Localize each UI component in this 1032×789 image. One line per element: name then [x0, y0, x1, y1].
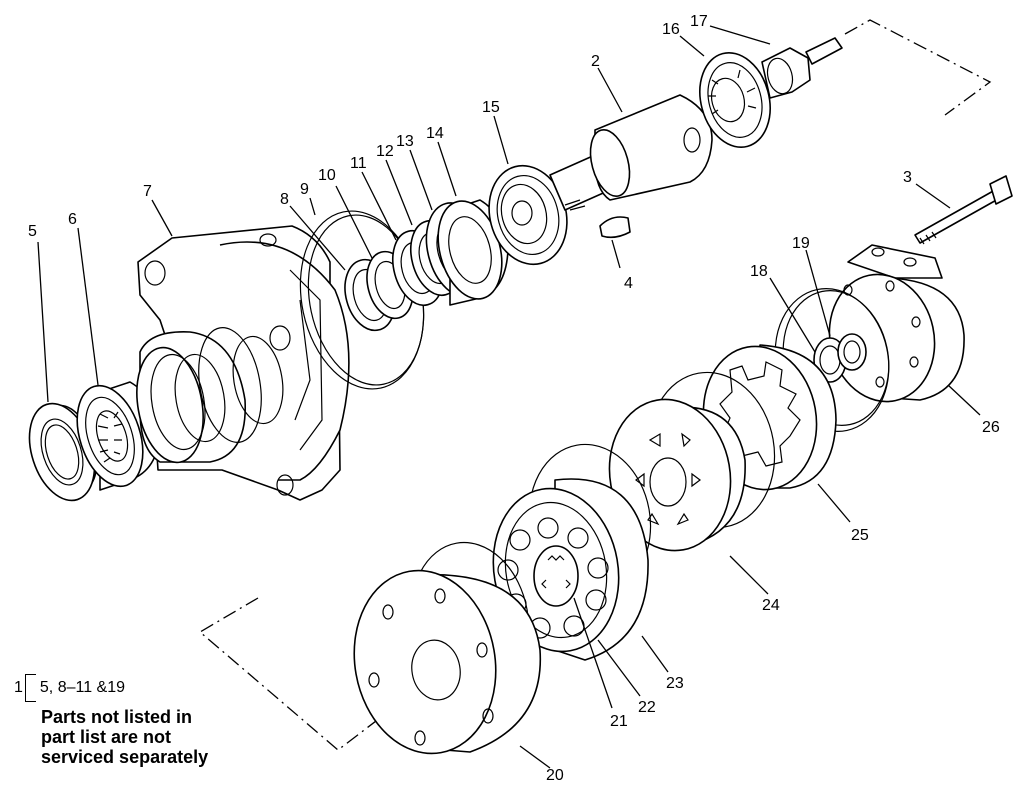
kit-items: 5, 8–11 &19 — [39, 679, 126, 697]
kit-number: 1 — [14, 679, 23, 697]
callout-6: 6 — [68, 211, 77, 228]
alignment-line-lower — [198, 597, 436, 751]
service-note-line-1: Parts not listed in — [41, 707, 193, 727]
part-7-housing — [136, 225, 350, 501]
callout-12: 12 — [376, 143, 394, 160]
callout-labels: 5 6 7 8 9 10 11 12 13 14 15 2 16 17 3 4 … — [28, 13, 1000, 784]
callout-20: 20 — [546, 767, 564, 784]
callout-15: 15 — [482, 99, 500, 116]
part-19-seal — [813, 333, 867, 383]
part-2-shaft — [549, 94, 713, 211]
callout-18: 18 — [750, 263, 768, 280]
service-note: Parts not listed in part list are not se… — [41, 707, 261, 767]
callout-7: 7 — [143, 183, 152, 200]
callout-10: 10 — [318, 167, 336, 184]
callout-14: 14 — [426, 125, 444, 142]
kit-bracket — [24, 674, 36, 702]
callout-26: 26 — [982, 419, 1000, 436]
leader-lines — [37, 25, 981, 769]
part-17-drive-shaft — [761, 37, 843, 99]
callout-5: 5 — [28, 223, 37, 240]
callout-24: 24 — [762, 597, 780, 614]
service-note-line-2: part list are not — [41, 727, 172, 747]
callout-13: 13 — [396, 133, 414, 150]
callout-25: 25 — [851, 527, 869, 544]
callout-21: 21 — [610, 713, 628, 730]
callout-4: 4 — [624, 275, 633, 292]
part-20-end-plate — [353, 569, 542, 755]
part-3-bolt — [914, 175, 1013, 245]
callout-17: 17 — [690, 13, 708, 30]
part-21-splined-rotor — [533, 545, 579, 607]
callout-9: 9 — [300, 181, 309, 198]
part-15-needle-bearing — [488, 164, 568, 266]
callout-11: 11 — [350, 155, 367, 172]
callout-16: 16 — [662, 21, 680, 38]
kit-contents-note: 1 5, 8–11 &19 — [14, 674, 125, 702]
part-4-key — [599, 216, 631, 239]
part-24-valve-plate — [608, 371, 776, 552]
callout-19: 19 — [792, 235, 810, 252]
service-note-line-3: serviced separately — [41, 747, 209, 767]
callout-22: 22 — [638, 699, 656, 716]
part-26-end-cover — [828, 244, 965, 403]
callout-3: 3 — [903, 169, 912, 186]
callout-23: 23 — [666, 675, 684, 692]
alignment-line-upper — [844, 19, 992, 116]
callout-2: 2 — [591, 53, 600, 70]
callout-8: 8 — [280, 191, 289, 208]
